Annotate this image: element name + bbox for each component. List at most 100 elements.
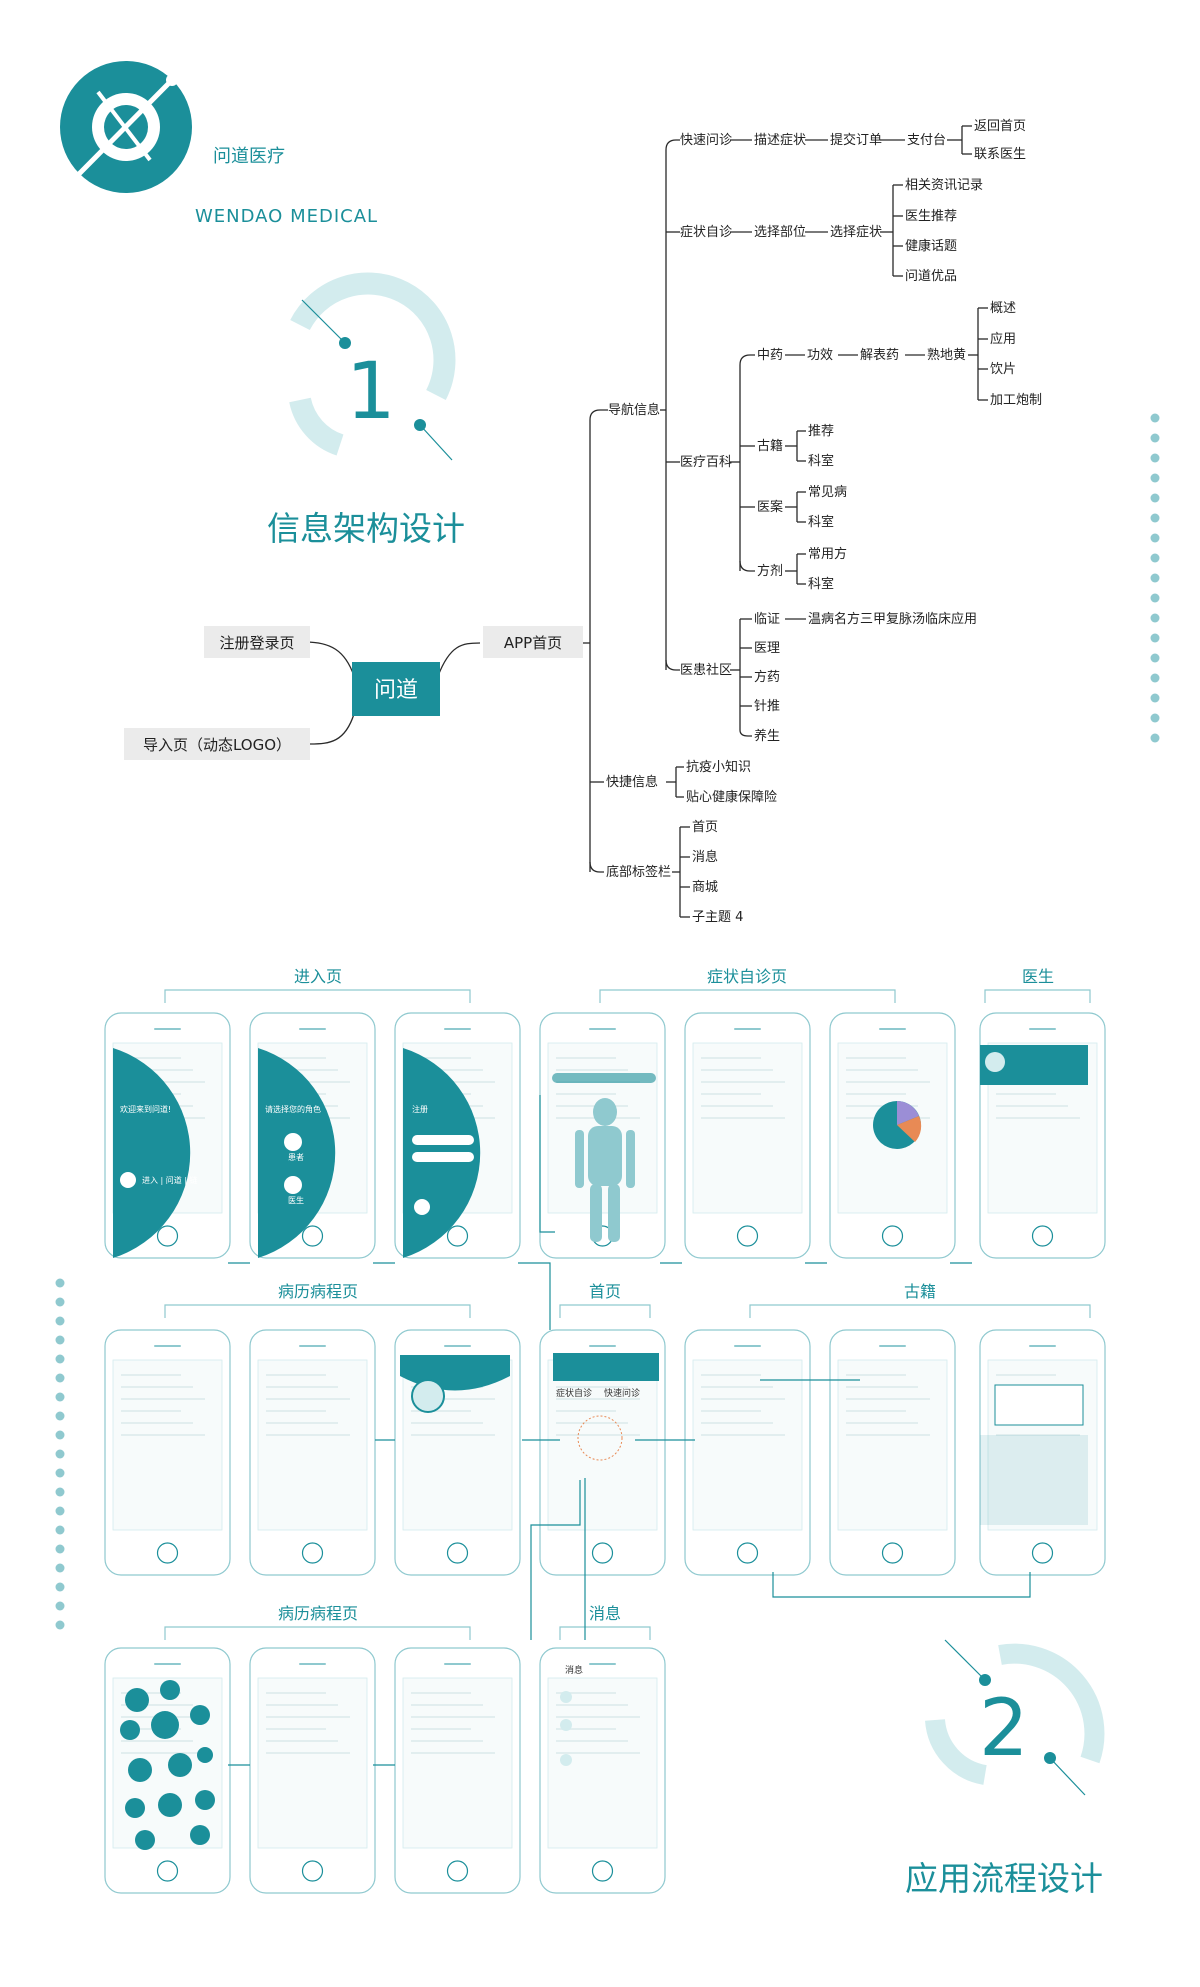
- node-com-first-child: 温病名方三甲复脉汤临床应用: [808, 611, 977, 627]
- register-title: 注册: [412, 1104, 428, 1114]
- node-encyclopedia: 医疗百科: [680, 455, 732, 470]
- section1-title: 信息架构设计: [267, 509, 465, 548]
- node-symptom: 症状自诊: [680, 225, 732, 240]
- doctor-icon: [284, 1176, 302, 1194]
- decor-dot: [55, 1316, 65, 1326]
- home-btn-symptom[interactable]: 症状自诊: [556, 1387, 592, 1399]
- decor-dot: [55, 1278, 65, 1288]
- decor-dot: [1150, 553, 1160, 563]
- decor-dot: [1150, 713, 1160, 723]
- screen-doctor-content: [980, 1045, 1088, 1085]
- node-recipes: 方剂: [757, 563, 783, 579]
- screen-ancient-content: [980, 1384, 1088, 1525]
- emblem2-line: [944, 1639, 986, 1681]
- decor-dot: [1150, 733, 1160, 743]
- welcome-enter: 进入 | 问道 | 链: [142, 1175, 198, 1185]
- node-herb-c1: 功效: [807, 348, 833, 363]
- emblem2-arc: [998, 1643, 1105, 1764]
- decor-dot: [1150, 413, 1160, 423]
- herb-bubble: [135, 1830, 155, 1850]
- message-avatar-2: [560, 1719, 572, 1731]
- group-label-records-top: 病历病程页: [278, 1282, 358, 1301]
- herb-bubble: [125, 1798, 145, 1818]
- doctor-avatar: [985, 1052, 1005, 1072]
- node-app-home: [483, 626, 583, 658]
- section1-emblem: [289, 272, 456, 461]
- decor-dot: [55, 1620, 65, 1630]
- section2-emblem: [925, 1639, 1105, 1796]
- decor-dot: [55, 1506, 65, 1516]
- brand-name-en: WENDAO MEDICAL: [195, 206, 378, 227]
- phone-screen: [547, 1359, 658, 1531]
- screen-home-content: 症状自诊 快速问诊: [553, 1353, 659, 1461]
- herb-bubble: [151, 1711, 179, 1739]
- node-tab-2: 消息: [692, 849, 718, 865]
- node-community: 医患社区: [680, 662, 732, 678]
- home-button: [301, 1225, 324, 1247]
- pie-slice-1: [897, 1101, 919, 1125]
- message-avatar-3: [560, 1754, 572, 1766]
- phone-screen: [257, 1677, 368, 1849]
- node-shortcut: 快捷信息: [606, 774, 658, 790]
- phone-screen: [692, 1042, 803, 1214]
- home-btn-quick[interactable]: 快速问诊: [604, 1387, 640, 1399]
- emblem-arc: [290, 272, 456, 401]
- body-arm-left: [575, 1130, 584, 1188]
- bracket-home: [559, 1304, 651, 1318]
- herb-bubble: [125, 1688, 149, 1712]
- patient-icon: [284, 1133, 302, 1151]
- pie-slice-2: [897, 1116, 922, 1142]
- decor-dot: [1150, 493, 1160, 503]
- role-doctor: 医生: [288, 1195, 304, 1205]
- flow-ancient-detail: [772, 1572, 1031, 1598]
- node-sc-1: 抗疫小知识: [686, 759, 751, 775]
- body-search-bar: [552, 1073, 656, 1083]
- link-root-register: [304, 641, 355, 677]
- bracket-records-top: [164, 1304, 471, 1318]
- dot-column-right: [1150, 413, 1160, 743]
- flow-register-home: [518, 1262, 551, 1330]
- link-enc-herb: [739, 354, 755, 366]
- decor-dot: [1150, 453, 1160, 463]
- message-title: 消息: [565, 1664, 583, 1676]
- bracket-entry: [164, 989, 471, 1003]
- decor-dot: [1150, 693, 1160, 703]
- node-quick-step2: 提交订单: [830, 132, 882, 148]
- body-leg-left: [590, 1184, 602, 1242]
- link-root-app: [437, 642, 481, 677]
- decor-dot: [55, 1392, 65, 1402]
- node-com-first: 临证: [754, 612, 780, 627]
- decor-dot: [55, 1335, 65, 1345]
- link-com-5: [739, 729, 752, 737]
- emblem-dot-2: [414, 419, 426, 431]
- node-register-label: 注册登录页: [219, 634, 294, 652]
- group-label-records-bottom: 病历病程页: [278, 1604, 358, 1623]
- decor-dot: [55, 1430, 65, 1440]
- decor-dot: [1150, 593, 1160, 603]
- emblem-line: [301, 299, 346, 344]
- node-cases-l1: 常见病: [808, 485, 847, 500]
- node-books-l1: 推荐: [808, 424, 834, 439]
- role-title: 请选择您的角色: [265, 1104, 321, 1114]
- node-quick-step3: 支付台: [907, 133, 946, 148]
- herb-bubble: [168, 1753, 192, 1777]
- decor-dot: [1150, 513, 1160, 523]
- home-button: [446, 1542, 469, 1564]
- decor-dot: [1150, 653, 1160, 663]
- node-sc-2: 贴心健康保障险: [686, 789, 777, 805]
- body-torso: [588, 1126, 622, 1186]
- register-field-1: [412, 1135, 474, 1145]
- book-desc: [980, 1435, 1088, 1525]
- node-com-3: 方药: [754, 669, 780, 685]
- phone-screen: [257, 1359, 368, 1531]
- node-cases: 医案: [757, 500, 783, 515]
- decor-dot: [1150, 433, 1160, 443]
- herb-bubble: [190, 1705, 210, 1725]
- node-herb: 中药: [757, 348, 783, 363]
- node-com-5: 养生: [754, 728, 780, 744]
- node-cases-l2: 科室: [808, 514, 834, 530]
- node-recipes-l1: 常用方: [808, 546, 847, 562]
- group-label-symptom: 症状自诊页: [707, 967, 787, 986]
- node-tab-3: 商城: [692, 880, 718, 895]
- decor-dot: [1150, 533, 1160, 543]
